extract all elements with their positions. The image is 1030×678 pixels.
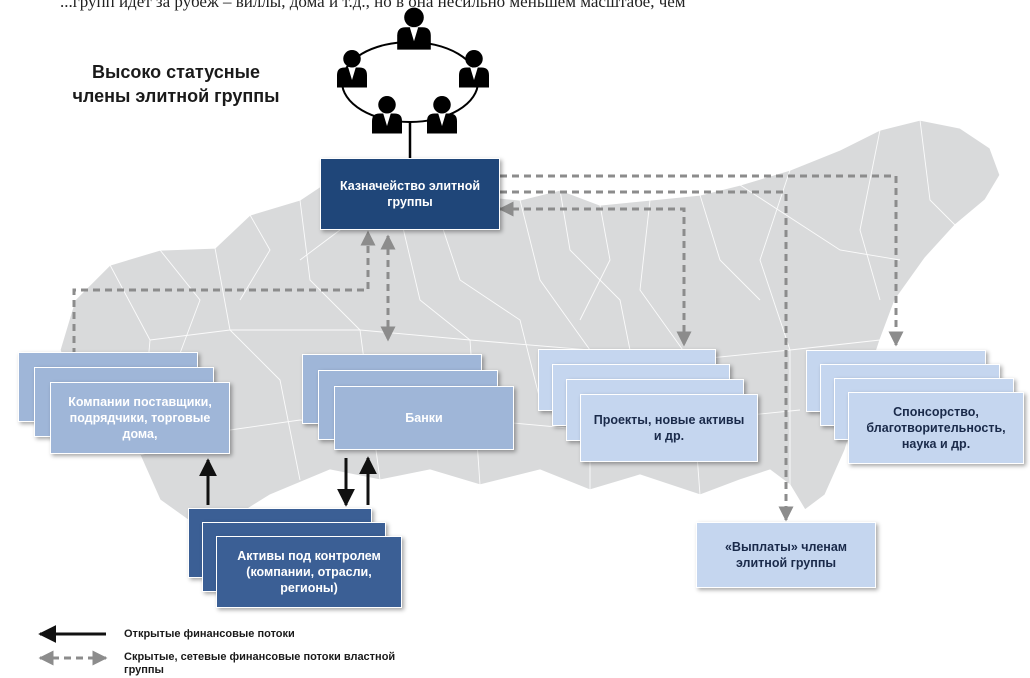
elite-heading: Высоко статусные члены элитной группы [56,60,296,108]
person-icon [397,7,431,50]
companies-label: Компании поставщики, подрядчики, торговы… [68,395,212,441]
legend-hidden-flows-line-1: Скрытые, сетевые финансовые потоки власт… [124,651,396,663]
legend-hidden-flows: Скрытые, сетевые финансовые потоки власт… [124,651,395,677]
legend-open-flows: Открытые финансовые потоки [124,628,295,640]
companies-box: Компании поставщики, подрядчики, торговы… [50,382,230,454]
payouts-box: «Выплаты» членам элитной группы [696,522,876,588]
map-silhouette [59,119,1001,526]
sponsorship-label: Спонсорство, благотворительность, наука … [866,405,1006,451]
payouts-label: «Выплаты» членам элитной группы [724,540,848,570]
treasury-label: Казначейство элитной группы [339,179,481,209]
flow-treasury-projects [498,201,692,347]
person-icon [337,50,367,88]
banks-box: Банки [334,386,514,450]
top-text-fragment: ...групп идет за рубеж – виллы, дома и т… [60,0,686,11]
assets-label: Активы под контролем (компании, отрасли,… [237,549,381,595]
treasury-box: Казначейство элитной группы [320,158,500,230]
assets-box: Активы под контролем (компании, отрасли,… [216,536,402,608]
person-icon [427,96,457,134]
person-icon [372,96,402,134]
flow-treasury-companies [72,230,376,355]
projects-box: Проекты, новые активы и др. [580,394,758,462]
banks-label: Банки [405,411,443,425]
sponsorship-box: Спонсорство, благотворительность, наука … [848,392,1024,464]
flow-treasury-payouts [500,190,794,522]
elite-heading-line-1: Высоко статусные [91,62,261,82]
legend-hidden-flows-line-2: группы [124,664,164,676]
person-icon [459,50,489,88]
elite-heading-line-2: члены элитной группы [72,86,280,106]
projects-label: Проекты, новые активы и др. [593,413,745,443]
flow-treasury-sponsorship [500,174,904,347]
